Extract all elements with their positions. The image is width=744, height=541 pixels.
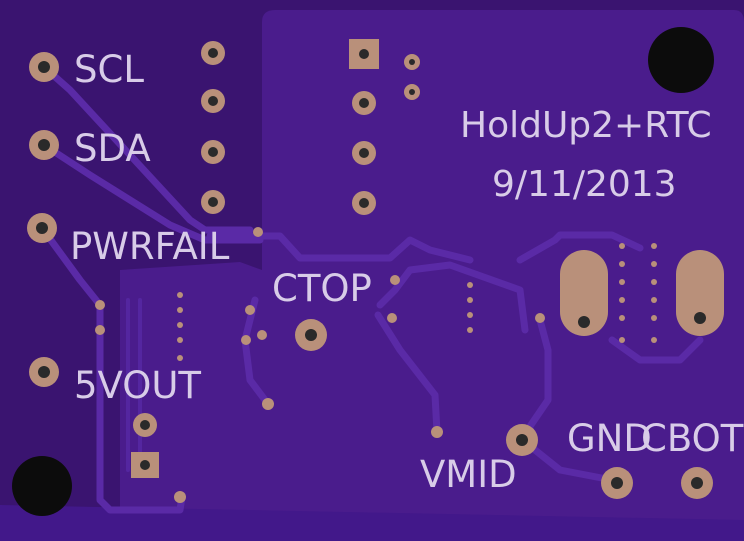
label-ctop: CTOP	[272, 267, 372, 310]
trace-vmid	[374, 311, 441, 436]
label-pwrfail: PWRFAIL	[70, 225, 230, 268]
mounting-hole-top-right	[648, 27, 714, 93]
crystal-pads	[404, 54, 420, 100]
mounting-hole-bottom-left	[12, 456, 72, 516]
capacitor-pad-left	[560, 250, 608, 336]
copper-pour-bottom	[0, 505, 744, 541]
label-cbot: CBOT	[641, 417, 744, 460]
trace-right-top	[516, 231, 644, 264]
board-title: HoldUp2+RTC	[460, 105, 712, 146]
label-scl: SCL	[74, 48, 144, 91]
label-5vout: 5VOUT	[74, 364, 201, 407]
trace-sda	[40, 141, 264, 244]
trace-mid-b	[376, 261, 529, 334]
header-column-b	[349, 39, 379, 215]
header-column-a	[201, 41, 225, 214]
via-group	[95, 227, 657, 503]
board-date: 9/11/2013	[492, 164, 677, 205]
small-two-pin-header	[131, 413, 159, 478]
label-vmid: VMID	[420, 453, 517, 496]
trace-mid-a	[241, 296, 272, 408]
left-header-pads	[27, 52, 59, 387]
trace-ctop	[206, 232, 474, 264]
trace-cbot	[608, 336, 704, 364]
trace-pwrfail	[38, 224, 186, 514]
trace-scl	[40, 63, 254, 234]
label-gnd: GND	[567, 417, 652, 460]
label-sda: SDA	[74, 127, 151, 170]
copper-pour-top-right	[262, 10, 744, 541]
trace-right-bus	[518, 316, 552, 442]
capacitor-pad-right	[676, 250, 724, 336]
